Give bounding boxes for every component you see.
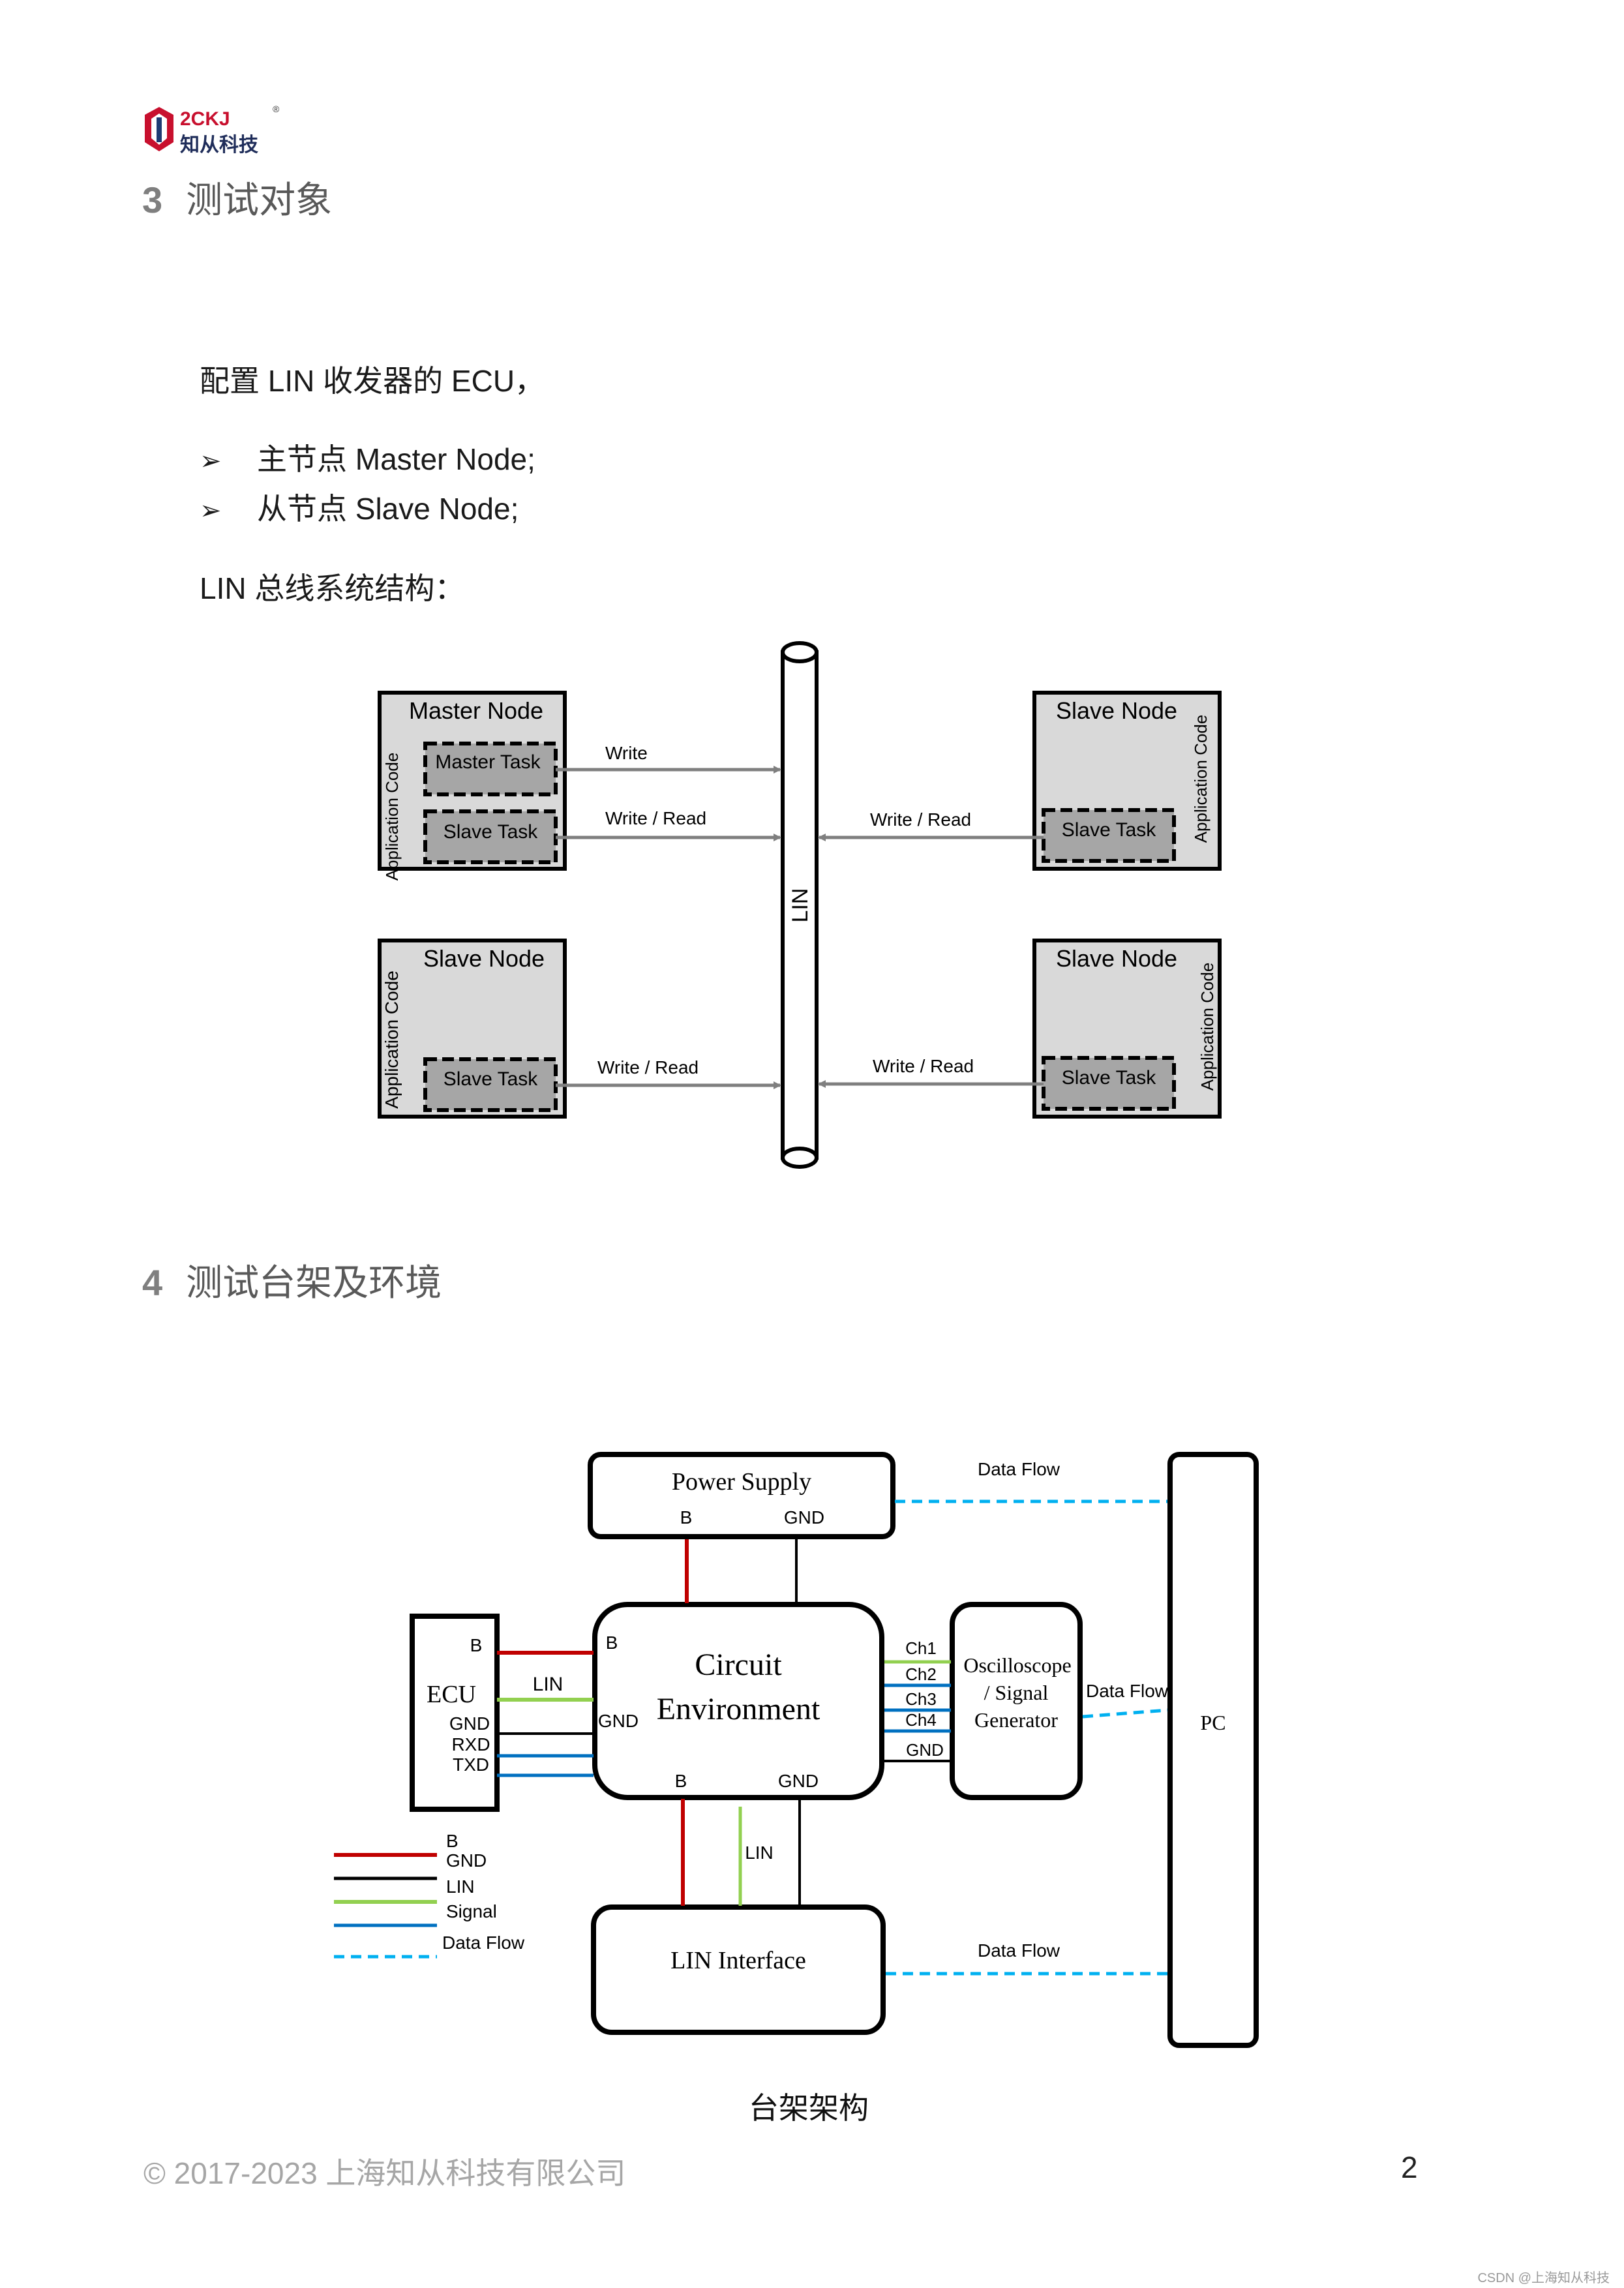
wire-lin-label: LIN: [533, 1674, 564, 1695]
data-flow-oscilloscope: [1082, 1708, 1168, 1719]
svg-text:GND: GND: [598, 1711, 639, 1731]
master-task-label: Master Task: [435, 751, 541, 773]
lin-interface-box: LIN Interface: [591, 1904, 886, 2035]
svg-text:Circuit: Circuit: [695, 1648, 782, 1682]
application-code-label: Application Code: [1197, 963, 1217, 1091]
svg-text:TXD: TXD: [453, 1754, 489, 1775]
figure-caption: 台架架构: [749, 2091, 869, 2125]
power-supply-box: Power Supply B GND: [588, 1452, 895, 1539]
svg-text:GND: GND: [906, 1740, 944, 1760]
bullet-arrow-icon: ➢: [200, 496, 222, 525]
intro-paragraph: 配置 LIN 收发器的 ECU，: [200, 364, 545, 398]
slave-task-label: Slave Task: [1062, 1067, 1157, 1089]
slave-bl-write-read-arrow: Write / Read: [556, 1057, 781, 1089]
svg-text:B: B: [675, 1771, 687, 1791]
svg-text:Data Flow: Data Flow: [978, 1940, 1060, 1961]
svg-text:GND: GND: [449, 1713, 490, 1734]
section-number: 3: [142, 179, 163, 220]
bullet-arrow-icon: ➢: [200, 447, 222, 475]
svg-text:Ch4: Ch4: [905, 1710, 937, 1730]
svg-text:Write / Read: Write / Read: [873, 1056, 974, 1076]
svg-text:Data Flow: Data Flow: [978, 1459, 1060, 1479]
registered-mark: ®: [273, 104, 280, 114]
master-write-read-arrow: Write / Read: [556, 808, 781, 841]
bullet-item-master: ➢ 主节点 Master Node;: [200, 436, 535, 479]
slave-task-label: Slave Task: [1062, 819, 1157, 841]
section-number: 4: [142, 1262, 163, 1303]
slave-br-write-read-arrow: Write / Read: [818, 1056, 1044, 1088]
svg-text:LIN Interface: LIN Interface: [670, 1947, 806, 1974]
svg-text:LIN: LIN: [745, 1843, 774, 1863]
test-bench-diagram: Power Supply B GND ECU B GND RXD TXD Cir…: [334, 1452, 1259, 2048]
svg-text:Data Flow: Data Flow: [1086, 1681, 1169, 1701]
application-code-label: Application Code: [1191, 715, 1210, 843]
section-4-heading: 4 测试台架及环境: [142, 1254, 442, 1306]
svg-text:Generator: Generator: [974, 1708, 1058, 1732]
svg-text:GND: GND: [446, 1850, 487, 1871]
slave-node-top-right: Slave Node Application Code Slave Task: [1032, 691, 1222, 871]
logo-mark: 2CKJ: [180, 108, 230, 130]
svg-text:B: B: [470, 1635, 483, 1655]
section-title: 测试对象: [186, 179, 333, 220]
svg-text:GND: GND: [778, 1771, 819, 1791]
oscilloscope-box: Oscilloscope / Signal Generator: [950, 1602, 1083, 1800]
slave-node-title: Slave Node: [1056, 697, 1177, 724]
svg-text:Data Flow: Data Flow: [442, 1933, 525, 1953]
svg-text:B: B: [606, 1633, 618, 1653]
svg-text:Signal: Signal: [446, 1901, 497, 1921]
circuit-environment-box: Circuit Environment B GND B GND: [592, 1602, 884, 1800]
pc-box: PC: [1167, 1452, 1259, 2048]
svg-text:GND: GND: [784, 1507, 824, 1528]
svg-text:PC: PC: [1200, 1711, 1226, 1734]
svg-text:Write / Read: Write / Read: [870, 809, 971, 830]
svg-text:Environment: Environment: [657, 1692, 820, 1726]
slave-node-bottom-left: Slave Node Application Code Slave Task: [378, 939, 567, 1119]
bullet-item-slave: ➢ 从节点 Slave Node;: [200, 485, 519, 528]
slave-node-bottom-right: Slave Node Application Code Slave Task: [1032, 939, 1222, 1119]
company-logo: 2CKJ ® 知从科技: [142, 103, 286, 156]
master-node: Master Node Application Code Master Task…: [378, 691, 567, 881]
bullet-text: 从节点 Slave Node;: [257, 492, 519, 526]
svg-text:Write: Write: [605, 743, 648, 763]
svg-text:B: B: [446, 1831, 459, 1851]
svg-text:Ch1: Ch1: [905, 1638, 937, 1658]
lin-bus-label: LIN: [788, 888, 813, 923]
master-node-title: Master Node: [409, 697, 543, 724]
logo-name: 知从科技: [180, 134, 258, 155]
lin-bus-cylinder: LIN: [781, 641, 819, 1169]
logo-icon: 2CKJ ® 知从科技: [145, 104, 280, 156]
svg-text:Ch3: Ch3: [905, 1689, 937, 1709]
slave-node-title: Slave Node: [1056, 945, 1177, 972]
structure-label: LIN 总线系统结构：: [200, 571, 465, 605]
slave-task-label: Slave Task: [444, 1068, 539, 1090]
svg-text:/ Signal: / Signal: [984, 1681, 1049, 1704]
svg-text:Ch2: Ch2: [905, 1664, 937, 1684]
svg-text:Oscilloscope: Oscilloscope: [963, 1653, 1071, 1677]
watermark: CSDN @上海知从科技: [1477, 2271, 1610, 2285]
svg-text:Write / Read: Write / Read: [597, 1057, 699, 1077]
page-number: 2: [1401, 2150, 1418, 2184]
bullet-text: 主节点 Master Node;: [257, 442, 535, 476]
svg-text:B: B: [680, 1507, 693, 1528]
wire-legend: B GND LIN Signal Data Flow: [334, 1831, 525, 1959]
svg-text:Write / Read: Write / Read: [605, 808, 706, 828]
application-code-label: Application Code: [382, 971, 402, 1109]
svg-text:ECU: ECU: [427, 1681, 476, 1708]
svg-text:RXD: RXD: [451, 1734, 490, 1754]
slave-tr-write-read-arrow: Write / Read: [818, 809, 1044, 841]
section-3-heading: 3 测试对象: [142, 171, 332, 224]
svg-text:Power Supply: Power Supply: [672, 1468, 811, 1496]
footer-copyright: © 2017-2023 上海知从科技有限公司: [143, 2156, 626, 2190]
slave-task-label: Slave Task: [444, 821, 539, 843]
application-code-label: Application Code: [382, 753, 402, 881]
write-arrow: Write: [556, 743, 781, 774]
lin-bus-diagram: LIN Master Node Application Code Master …: [378, 641, 1222, 1169]
slave-node-title: Slave Node: [423, 945, 545, 972]
section-title: 测试台架及环境: [186, 1262, 442, 1303]
ecu-box: ECU B GND RXD TXD: [410, 1614, 500, 1812]
svg-text:LIN: LIN: [446, 1876, 475, 1897]
